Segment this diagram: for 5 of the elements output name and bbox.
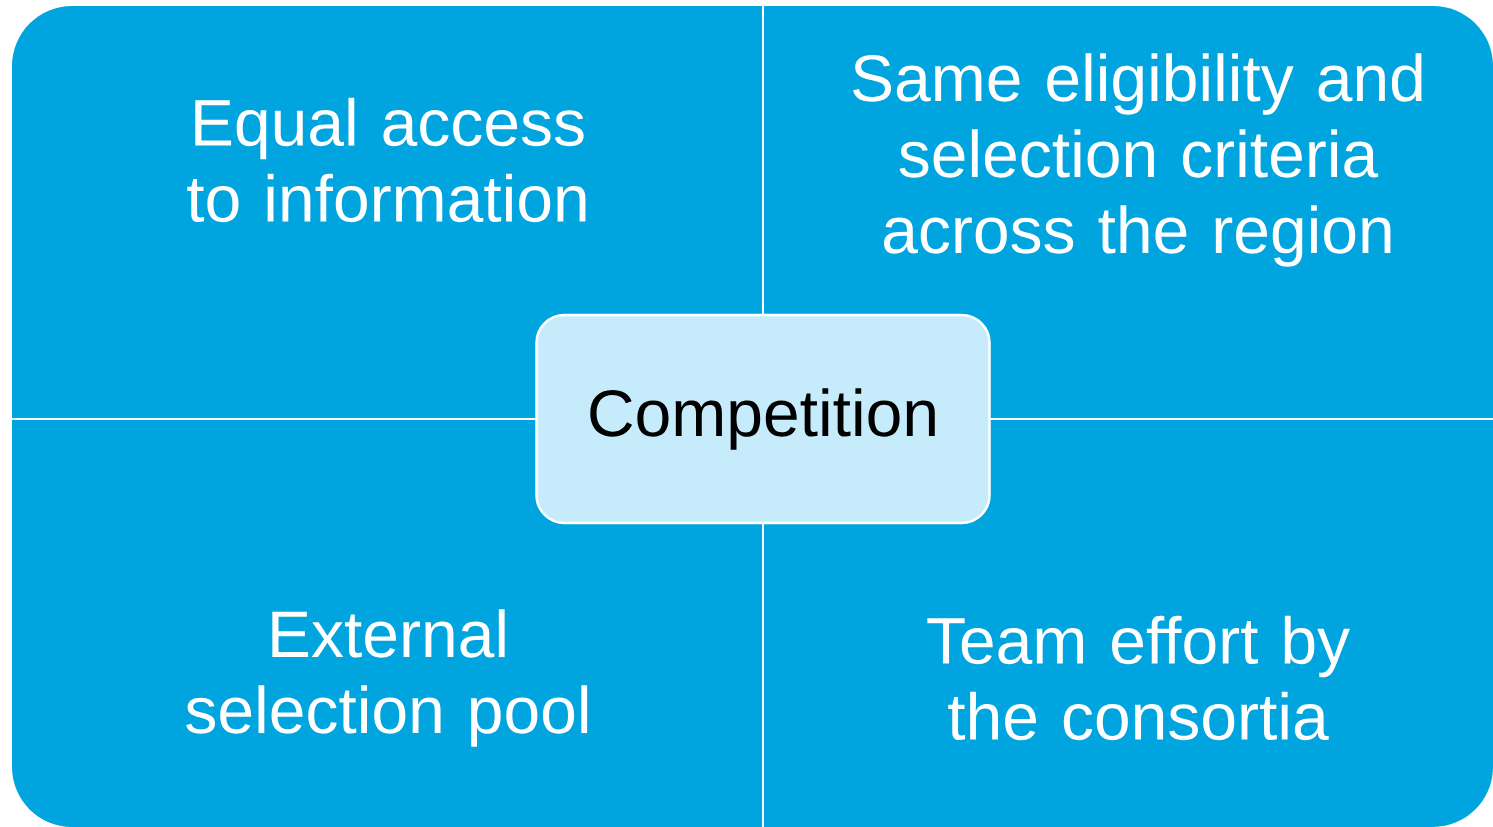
node-label: Same eligibility and selection criteria across the region — [853, 53, 1422, 267]
center-box: Competition — [535, 313, 991, 525]
node-label: Equal access to information — [187, 97, 586, 223]
node-label: Team effort by the consortia — [927, 615, 1350, 741]
node-label: External selection pool — [186, 609, 588, 747]
